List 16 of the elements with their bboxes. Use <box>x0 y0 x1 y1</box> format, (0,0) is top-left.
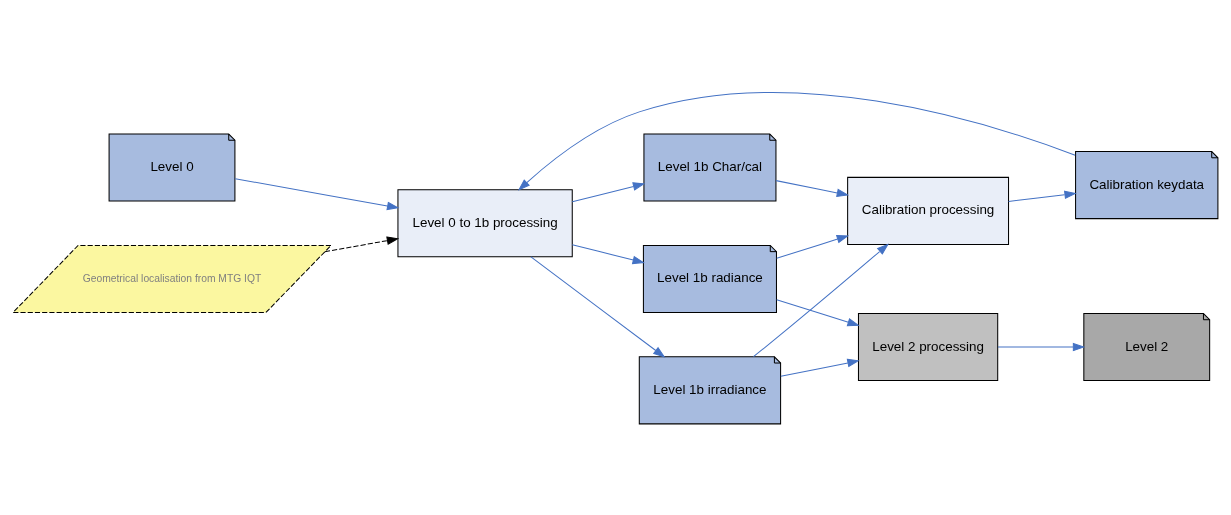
node-box: Level 2 processing <box>857 312 999 381</box>
arrow <box>775 179 850 197</box>
node-box: Calibration processing <box>847 176 1010 245</box>
arrow <box>324 235 400 252</box>
arrow <box>1008 189 1077 202</box>
arrow <box>997 342 1086 351</box>
arrow <box>234 177 400 210</box>
arrow <box>780 358 860 377</box>
arrow <box>571 243 645 264</box>
arrow <box>752 243 889 357</box>
node-box: Level 0 to 1b processing <box>397 188 573 257</box>
arrow <box>530 255 666 358</box>
arrow <box>776 298 860 326</box>
arrow <box>776 234 850 259</box>
arrow <box>517 91 1076 191</box>
arrow <box>571 181 646 202</box>
